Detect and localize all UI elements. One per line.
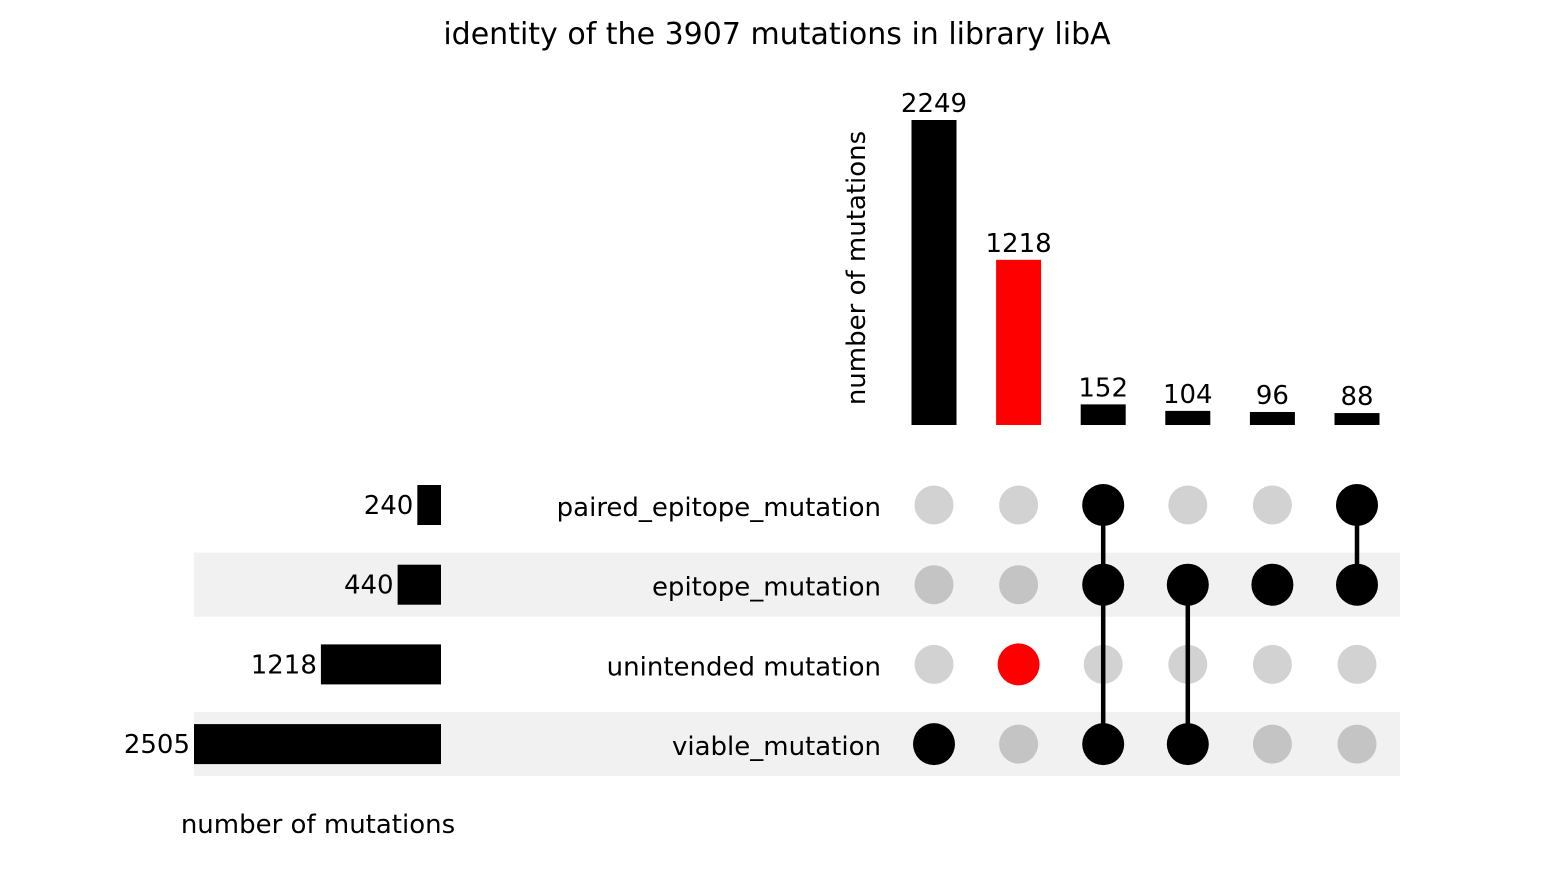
chart-title: identity of the 3907 mutations in librar… — [443, 17, 1111, 52]
intersection-count-label: 88 — [1340, 382, 1373, 412]
matrix-column — [997, 485, 1040, 764]
matrix-column — [1251, 485, 1294, 764]
matrix-dot-active — [1082, 723, 1125, 766]
matrix-dot-active — [1166, 563, 1209, 606]
matrix-dot-active — [1082, 563, 1125, 606]
matrix-dot-inactive — [1252, 485, 1292, 525]
set-name-label: viable_mutation — [672, 732, 881, 762]
set-size-label: 440 — [344, 571, 394, 601]
intersection-bar-group: 1218 — [986, 229, 1052, 425]
intersection-bar — [1249, 411, 1295, 425]
matrix-column — [1336, 484, 1378, 764]
set-size-bar — [194, 724, 441, 765]
matrix-column — [1082, 484, 1125, 766]
set-size-bar-group: 1218 — [251, 644, 441, 685]
set-name-label: paired_epitope_mutation — [557, 493, 881, 523]
intersection-bar — [1080, 404, 1126, 425]
set-size-bar-group: 440 — [344, 564, 441, 605]
set-size-bar — [417, 485, 441, 525]
set-size-bar — [320, 644, 441, 685]
set-size-bar — [397, 564, 441, 605]
matrix-column — [913, 485, 955, 766]
set-size-label: 240 — [364, 491, 414, 521]
matrix-dot-inactive — [914, 485, 954, 525]
intersection-count-label: 2249 — [901, 89, 967, 119]
matrix-column — [1166, 485, 1209, 766]
matrix-dot-inactive — [1337, 644, 1377, 684]
matrix-dot-active — [1336, 563, 1378, 606]
matrix-dot-active — [913, 723, 955, 766]
set-name-label: epitope_mutation — [652, 573, 881, 603]
intersection-count-label: 96 — [1256, 381, 1289, 411]
set-labels: paired_epitope_mutation epitope_mutationu… — [557, 493, 881, 762]
matrix-dot-active — [1336, 484, 1378, 526]
set-size-label: 1218 — [251, 650, 317, 680]
set-size-bars: 240 440 1218 2505 — [124, 485, 441, 765]
matrix-dot-inactive — [914, 565, 954, 605]
set-size-x-axis-label: number of mutations — [181, 810, 455, 840]
matrix-dot-inactive — [914, 644, 954, 684]
intersection-count-label: 104 — [1163, 380, 1213, 410]
matrix-dot-inactive — [1252, 644, 1292, 684]
intersection-bar — [911, 120, 957, 425]
set-size-bar-group: 240 — [364, 485, 441, 525]
intersection-bar-group: 96 — [1249, 381, 1295, 425]
intersection-matrix — [913, 484, 1378, 766]
set-size-label: 2505 — [124, 730, 190, 760]
intersection-bar — [996, 259, 1042, 425]
intersection-bar-group: 88 — [1334, 382, 1380, 425]
matrix-dot-inactive — [999, 485, 1039, 525]
set-name-label: unintended mutation — [607, 652, 881, 682]
intersection-count-label: 152 — [1078, 373, 1128, 403]
intersection-bar — [1165, 410, 1211, 425]
matrix-dot-active — [1166, 723, 1209, 766]
intersection-bar-group: 2249 — [901, 89, 967, 425]
set-size-bar-group: 2505 — [124, 724, 441, 765]
intersection-bar-group: 152 — [1078, 373, 1128, 425]
matrix-dot-active — [1251, 563, 1294, 606]
matrix-dot-inactive — [1168, 485, 1208, 525]
matrix-dot-inactive — [1252, 724, 1292, 764]
intersection-bars: 2249 1218 152 104 96 88 — [901, 89, 1380, 425]
intersection-count-label: 1218 — [986, 229, 1052, 259]
matrix-dot-active — [1082, 484, 1125, 526]
matrix-dot-inactive — [1337, 724, 1377, 764]
intersection-bar — [1334, 413, 1380, 425]
matrix-dot-inactive — [999, 724, 1039, 764]
matrix-dot-inactive — [999, 565, 1039, 605]
intersection-bar-group: 104 — [1163, 380, 1213, 425]
matrix-dot-active — [997, 643, 1040, 686]
intersection-y-axis-label: number of mutations — [842, 131, 872, 405]
